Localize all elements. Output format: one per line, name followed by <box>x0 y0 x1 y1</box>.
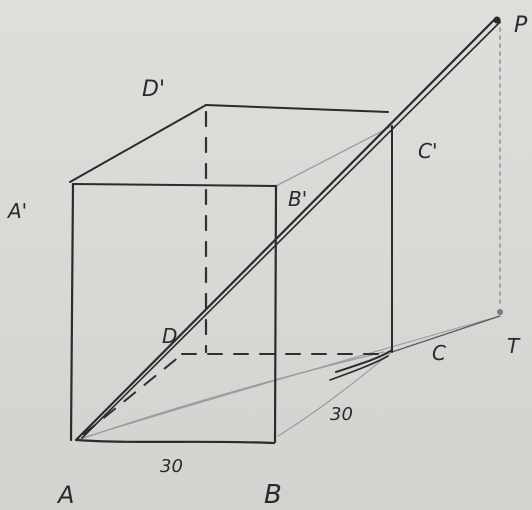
line-B-prime-C-prime <box>275 125 393 187</box>
label-B: B <box>264 480 282 510</box>
edge-A-B <box>75 438 276 445</box>
label-A: A <box>56 481 74 509</box>
point-T <box>497 309 503 315</box>
edge-B-B-prime <box>273 184 278 444</box>
label-C: C <box>432 341 446 365</box>
label-B-prime: B' <box>288 187 307 211</box>
edge-C-mark <box>335 349 393 373</box>
edge-A-D-hidden <box>83 355 181 435</box>
point-P <box>493 16 501 24</box>
edge-C-mark-2 <box>329 355 389 381</box>
label-T: T <box>507 334 521 358</box>
edge-A-prime-B-prime <box>72 183 277 187</box>
line-A-P <box>74 16 498 442</box>
label-D: D <box>162 324 177 348</box>
label-length-BC: 30 <box>330 404 353 425</box>
label-A-prime: A' <box>6 199 27 223</box>
label-C-prime: C' <box>418 139 437 163</box>
label-length-AB: 30 <box>160 456 183 477</box>
line-A-P-second <box>81 21 501 439</box>
edge-A-A-prime <box>69 182 75 442</box>
line-A-T <box>81 315 501 439</box>
edge-A-prime-D-prime <box>69 104 207 183</box>
label-D-prime: D' <box>142 77 165 102</box>
edge-D-prime-C-prime <box>205 104 389 113</box>
line-C-T <box>391 315 501 353</box>
label-P: P <box>514 13 528 38</box>
line-B-C <box>277 351 393 437</box>
